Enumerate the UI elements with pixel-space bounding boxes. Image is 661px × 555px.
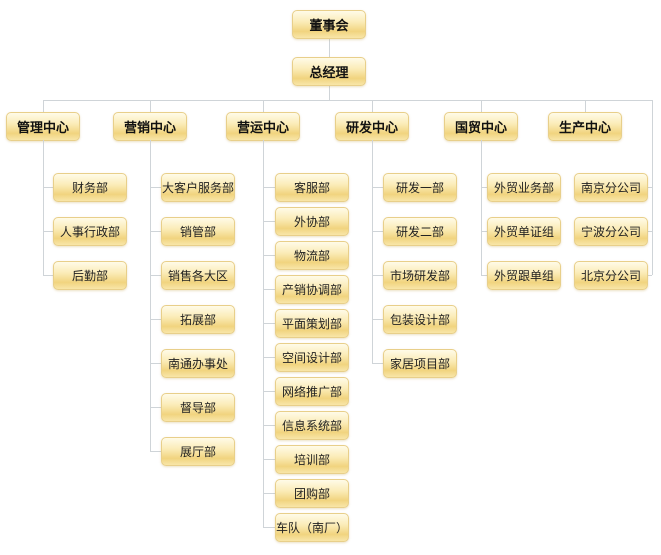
department-node[interactable]: 拓展部 <box>161 305 235 334</box>
general-manager-node[interactable]: 总经理 <box>292 57 366 86</box>
department-node[interactable]: 团购部 <box>275 479 349 508</box>
connector-line <box>263 527 275 528</box>
connector-line <box>150 231 161 232</box>
connector-line <box>329 38 330 57</box>
connector-line <box>372 140 373 363</box>
connector-line <box>372 231 383 232</box>
department-node[interactable]: 培训部 <box>275 445 349 474</box>
department-node[interactable]: 研发二部 <box>383 217 457 246</box>
connector-line <box>263 187 275 188</box>
connector-line <box>263 391 275 392</box>
connector-line <box>481 275 487 276</box>
connector-line <box>43 187 53 188</box>
department-node[interactable]: 平面策划部 <box>275 309 349 338</box>
connector-line <box>263 221 275 222</box>
department-node[interactable]: 南京分公司 <box>574 173 648 202</box>
center-node[interactable]: 研发中心 <box>335 112 409 141</box>
connector-line <box>481 231 487 232</box>
department-node[interactable]: 空间设计部 <box>275 343 349 372</box>
connector-line <box>43 100 44 112</box>
department-node[interactable]: 物流部 <box>275 241 349 270</box>
department-node[interactable]: 市场研发部 <box>383 261 457 290</box>
connector-line <box>263 459 275 460</box>
connector-line <box>648 231 652 232</box>
department-node[interactable]: 展厅部 <box>161 437 235 466</box>
connector-line <box>329 85 330 100</box>
department-node[interactable]: 包装设计部 <box>383 305 457 334</box>
connector-line <box>150 451 161 452</box>
connector-line <box>372 187 383 188</box>
connector-line <box>585 100 586 112</box>
department-node[interactable]: 外贸业务部 <box>487 173 561 202</box>
department-node[interactable]: 外贸跟单组 <box>487 261 561 290</box>
connector-line <box>481 187 487 188</box>
connector-line <box>43 275 53 276</box>
connector-line <box>150 319 161 320</box>
department-node[interactable]: 研发一部 <box>383 173 457 202</box>
connector-line <box>43 140 44 275</box>
department-node[interactable]: 外贸单证组 <box>487 217 561 246</box>
connector-line <box>150 187 161 188</box>
department-node[interactable]: 宁波分公司 <box>574 217 648 246</box>
connector-line <box>263 289 275 290</box>
department-node[interactable]: 外协部 <box>275 207 349 236</box>
connector-line <box>263 493 275 494</box>
department-node[interactable]: 大客户服务部 <box>161 173 235 202</box>
connector-line <box>263 425 275 426</box>
department-node[interactable]: 南通办事处 <box>161 349 235 378</box>
connector-line <box>43 231 53 232</box>
connector-line <box>652 100 653 275</box>
connector-line <box>263 323 275 324</box>
connector-line <box>150 275 161 276</box>
connector-line <box>263 357 275 358</box>
connector-line <box>150 140 151 451</box>
connector-line <box>150 363 161 364</box>
department-node[interactable]: 销售各大区 <box>161 261 235 290</box>
connector-line <box>43 100 653 101</box>
connector-line <box>481 100 482 112</box>
department-node[interactable]: 网络推广部 <box>275 377 349 406</box>
connector-line <box>263 140 264 527</box>
department-node[interactable]: 人事行政部 <box>53 217 127 246</box>
center-node[interactable]: 生产中心 <box>548 112 622 141</box>
center-node[interactable]: 国贸中心 <box>444 112 518 141</box>
department-node[interactable]: 销管部 <box>161 217 235 246</box>
department-node[interactable]: 后勤部 <box>53 261 127 290</box>
department-node[interactable]: 客服部 <box>275 173 349 202</box>
connector-line <box>150 407 161 408</box>
department-node[interactable]: 督导部 <box>161 393 235 422</box>
center-node[interactable]: 管理中心 <box>6 112 80 141</box>
connector-line <box>481 140 482 275</box>
connector-line <box>150 100 151 112</box>
center-node[interactable]: 营销中心 <box>113 112 187 141</box>
connector-line <box>263 255 275 256</box>
connector-line <box>372 363 383 364</box>
connector-line <box>648 275 652 276</box>
connector-line <box>263 100 264 112</box>
department-node[interactable]: 车队（南厂） <box>275 513 349 542</box>
board-node[interactable]: 董事会 <box>292 10 366 39</box>
connector-line <box>372 319 383 320</box>
connector-line <box>648 187 652 188</box>
connector-line <box>372 100 373 112</box>
department-node[interactable]: 北京分公司 <box>574 261 648 290</box>
department-node[interactable]: 财务部 <box>53 173 127 202</box>
connector-line <box>372 275 383 276</box>
center-node[interactable]: 营运中心 <box>226 112 300 141</box>
department-node[interactable]: 家居项目部 <box>383 349 457 378</box>
department-node[interactable]: 产销协调部 <box>275 275 349 304</box>
department-node[interactable]: 信息系统部 <box>275 411 349 440</box>
